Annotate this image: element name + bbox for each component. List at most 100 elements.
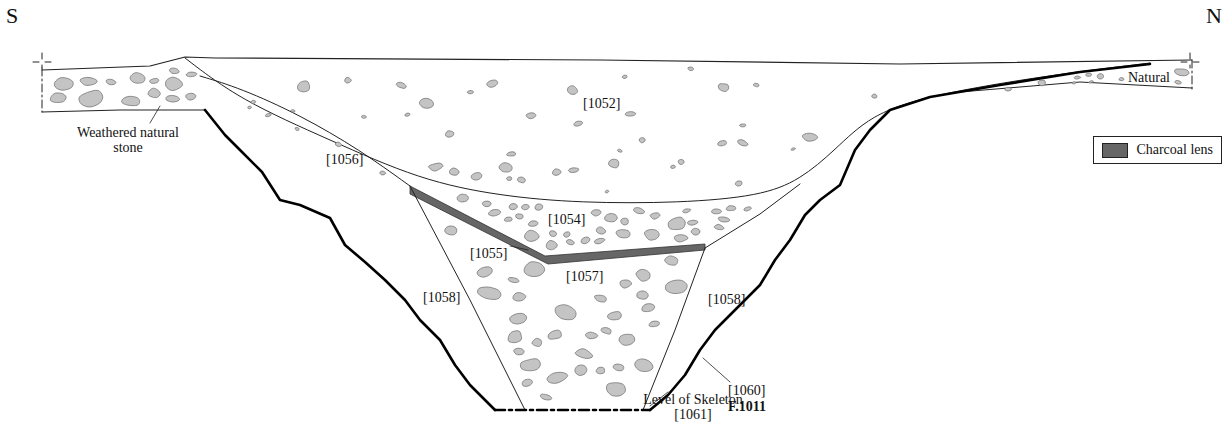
stone [507,152,516,156]
legend-box: Charcoal lens [1093,136,1222,164]
survey-cross [1193,62,1199,63]
stone [740,124,746,127]
stone [504,217,512,221]
stone [605,190,609,193]
section-edge [42,68,43,112]
stone [471,173,482,181]
stone [668,217,685,229]
stone [753,83,758,87]
stone [634,208,645,214]
natural-boundary [42,110,205,112]
stone [419,98,433,108]
stone [678,159,684,164]
stone [718,84,728,92]
stone [1038,80,1045,86]
charcoal-lens [410,186,705,264]
stone [617,149,622,152]
stone [594,238,605,244]
stone [1119,78,1124,81]
stone [405,113,410,116]
stone [535,204,543,210]
stone [169,68,179,74]
stone [122,96,140,105]
stone [524,262,545,277]
stone [540,394,551,400]
stone [508,278,519,283]
survey-cross [42,53,43,59]
survey-cross [1181,62,1187,63]
stone [555,305,576,320]
stone [50,93,66,103]
stone [335,142,342,146]
layer-boundary [410,186,525,410]
stone [650,213,660,219]
context-number: [1054] [548,212,585,227]
stone [718,217,730,222]
stone [620,280,632,288]
stone [509,204,517,210]
stone [449,168,459,175]
stone [726,206,735,211]
stone [1086,73,1092,76]
stone [1072,82,1076,84]
stone [575,365,587,375]
survey-cross [33,62,39,63]
section-edge [1192,60,1193,90]
layer-boundary [200,76,410,186]
stone [546,241,557,250]
stone [429,163,443,171]
stone [106,79,116,85]
stone [596,367,604,374]
stone [467,91,473,94]
stone [445,226,457,235]
stone [361,115,366,118]
context-number: [1055] [470,246,507,261]
cut-base [495,409,650,412]
stone [683,209,691,213]
stone [608,312,622,320]
stone [605,214,618,222]
stone [644,229,659,240]
survey-cross [45,62,51,63]
stone [714,224,724,229]
stone [872,94,877,98]
stone [744,207,752,211]
compass-letter: S [6,4,18,28]
stone [488,210,500,216]
stone [674,235,688,242]
stone [79,90,103,107]
stone [166,95,180,102]
stone [718,141,727,146]
stone [396,82,406,88]
stone [581,237,590,244]
stone [295,128,299,131]
leader-line [510,246,528,250]
stone [575,349,592,359]
stone [566,240,574,245]
context-number: Level of Skeleton [1061] [642,392,744,422]
legend-swatch [1102,143,1128,158]
stone [532,338,542,346]
stone [186,72,197,77]
cut-line [205,110,495,410]
stone [596,227,605,234]
layer-boundary [705,184,800,248]
layer-boundary [643,248,705,410]
stone [591,210,601,216]
stone [516,214,523,219]
stone [665,280,687,294]
stone [621,218,629,225]
stone [637,291,648,299]
stone [148,88,160,97]
stone [380,171,386,175]
stone [1097,74,1103,79]
stone [1074,76,1080,79]
stone [291,110,295,112]
stone [609,159,619,168]
survey-cross [1190,65,1191,68]
leader-line [150,106,160,123]
stone [248,106,252,109]
stone [802,133,817,141]
